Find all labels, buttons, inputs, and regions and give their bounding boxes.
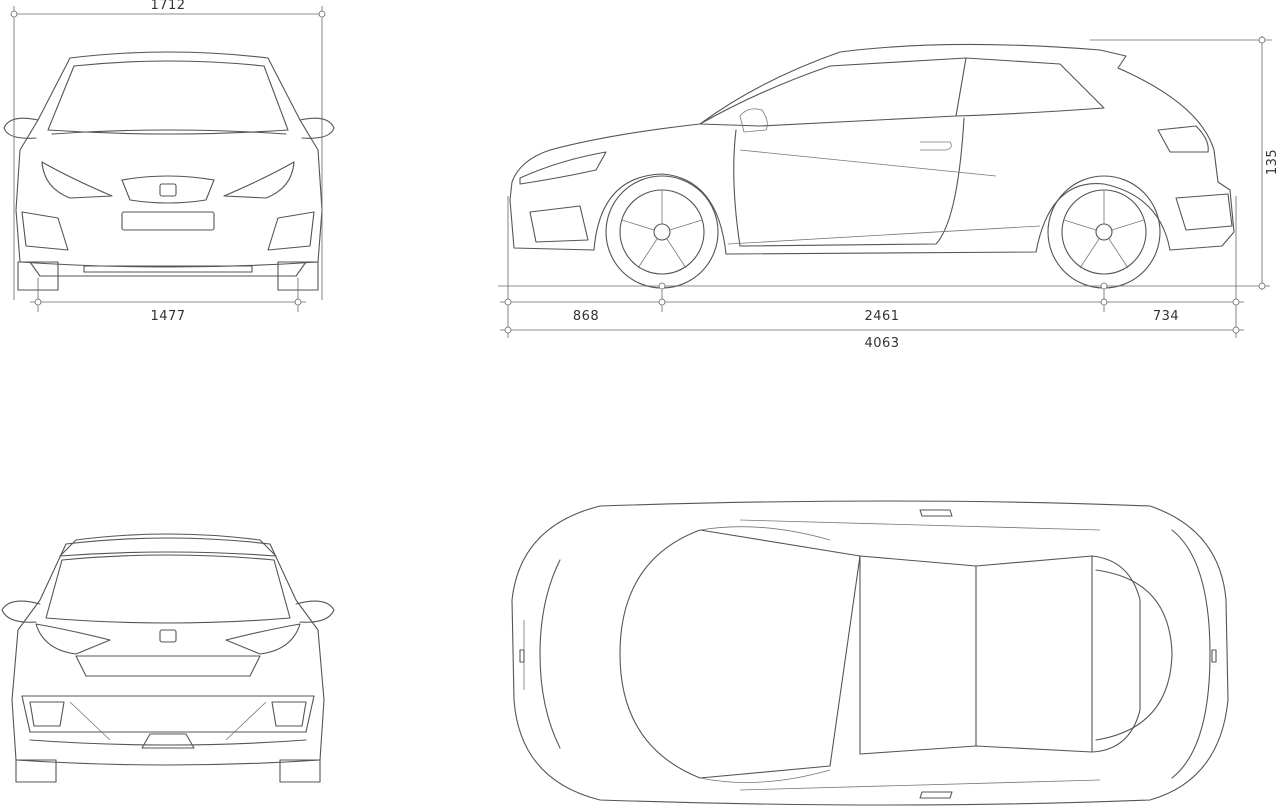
overall-length-label: 4063 <box>864 336 899 351</box>
rear-overhang-label: 734 <box>1153 309 1179 324</box>
front-track-label: 1477 <box>150 309 185 324</box>
top-view <box>511 500 1229 806</box>
height-label: 135 <box>1265 149 1280 175</box>
wheelbase-label: 2461 <box>864 309 899 324</box>
rear-view <box>1 533 335 783</box>
overall-width-label: 1712 <box>150 0 185 13</box>
front-overhang-label: 868 <box>573 309 599 324</box>
side-view <box>498 36 1272 338</box>
front-view <box>3 6 335 312</box>
